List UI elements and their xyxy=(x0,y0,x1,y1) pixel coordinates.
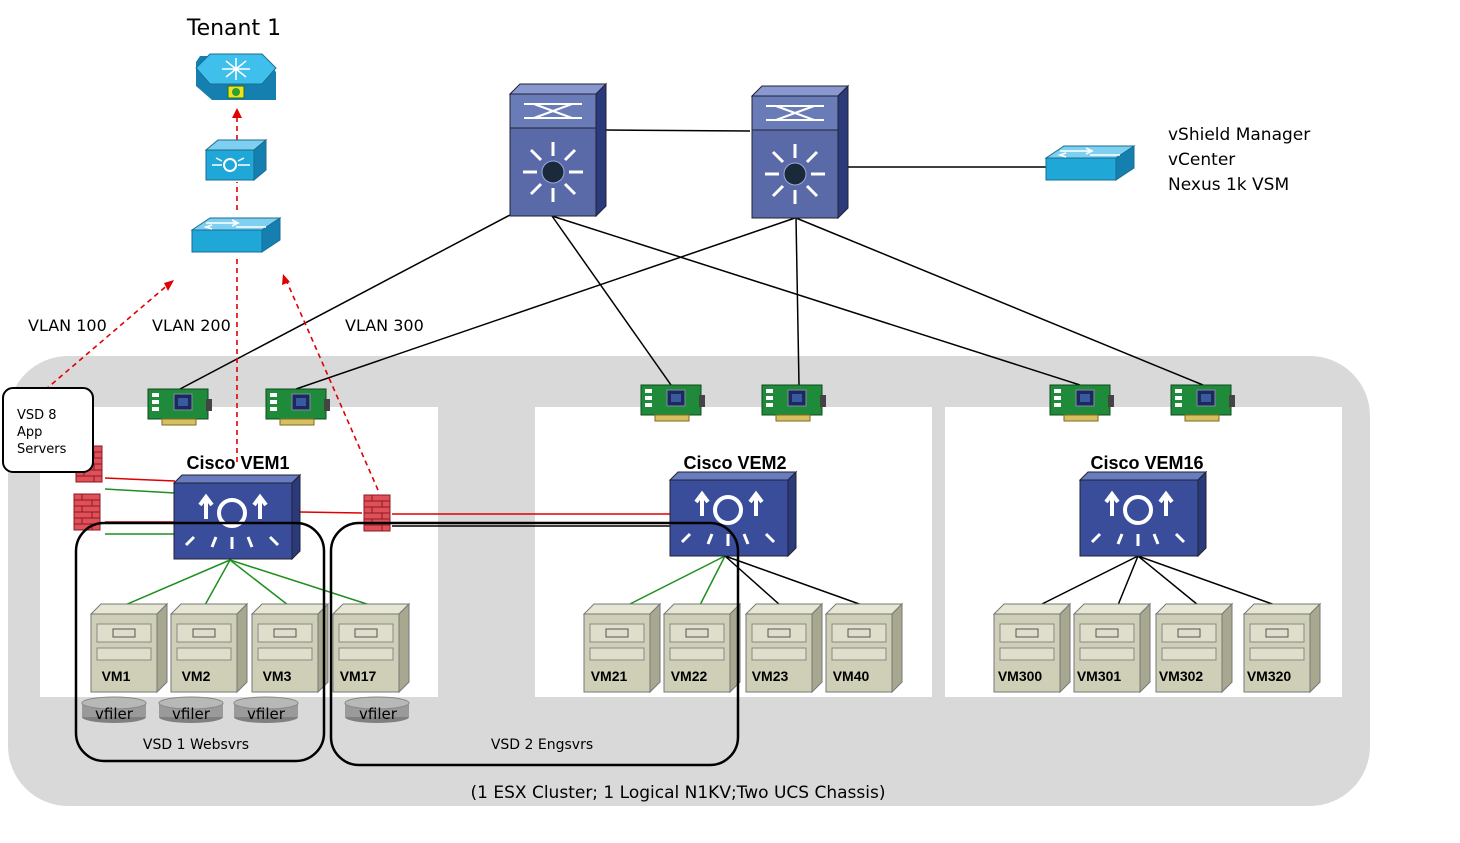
vem16-switch-icon xyxy=(1078,470,1208,558)
load-balancer-icon xyxy=(204,138,268,182)
vsd8-line-3: Servers xyxy=(17,442,67,457)
vsd2-label: VSD 2 Engsvrs xyxy=(491,737,593,753)
tenant-switch-icon xyxy=(191,217,281,253)
vem1-vm-links xyxy=(104,488,371,606)
vsd1-label: VSD 1 Websvrs xyxy=(143,737,249,753)
vfiler-label: vfiler xyxy=(359,705,398,723)
management-switch-icon xyxy=(1045,145,1135,181)
vm-label: VM3 xyxy=(263,668,292,684)
vfiler-label: vfiler xyxy=(247,705,286,723)
vm-label: VM40 xyxy=(833,668,870,684)
vsd8-box xyxy=(2,387,94,473)
vlan-200-label: VLAN 200 xyxy=(152,316,231,335)
vem2-switch-icon xyxy=(668,470,798,558)
core-switch-1-icon xyxy=(508,82,608,218)
vm-label: VM23 xyxy=(752,668,789,684)
vm-label: VM22 xyxy=(671,668,708,684)
vsd1-group xyxy=(74,521,326,763)
vlan-300-label: VLAN 300 xyxy=(345,316,424,335)
tenant-title: Tenant 1 xyxy=(186,16,281,41)
vem2-vm-links xyxy=(627,555,863,606)
vfiler-label: vfiler xyxy=(95,705,134,723)
vem16-label: Cisco VEM16 xyxy=(1090,453,1203,473)
cluster-caption: (1 ESX Cluster; 1 Logical N1KV;Two UCS C… xyxy=(471,783,886,803)
firewall-icon xyxy=(363,494,391,532)
mgmt-line-2: vCenter xyxy=(1168,150,1235,170)
vem1-label: Cisco VEM1 xyxy=(186,453,289,473)
vm-label: VM320 xyxy=(1247,668,1292,684)
vlan-paths xyxy=(44,116,379,491)
vm-label: VM301 xyxy=(1077,668,1122,684)
vem2-label: Cisco VEM2 xyxy=(683,453,786,473)
vsd2-group xyxy=(329,521,740,767)
vlan-arrowheads xyxy=(164,108,290,291)
vem1-switch-icon xyxy=(172,473,302,561)
vm-label: VM17 xyxy=(340,668,377,684)
vm-label: VM302 xyxy=(1159,668,1204,684)
vsd8-line-1: VSD 8 xyxy=(17,408,57,423)
vm-label: VM300 xyxy=(998,668,1043,684)
core-switch-2-icon xyxy=(750,84,850,220)
vm-label: VM21 xyxy=(591,668,628,684)
vm-label: VM2 xyxy=(182,668,211,684)
vm-label: VM1 xyxy=(102,668,131,684)
tenant-router-icon xyxy=(195,53,277,100)
vsd8-line-2: App xyxy=(17,425,42,440)
mgmt-line-3: Nexus 1k VSM xyxy=(1168,175,1289,195)
vem16-vm-links xyxy=(1039,555,1276,606)
mgmt-line-1: vShield Manager xyxy=(1168,125,1310,145)
vfiler-label: vfiler xyxy=(172,705,211,723)
uplinks xyxy=(179,129,1204,390)
vlan-100-label: VLAN 100 xyxy=(28,316,107,335)
